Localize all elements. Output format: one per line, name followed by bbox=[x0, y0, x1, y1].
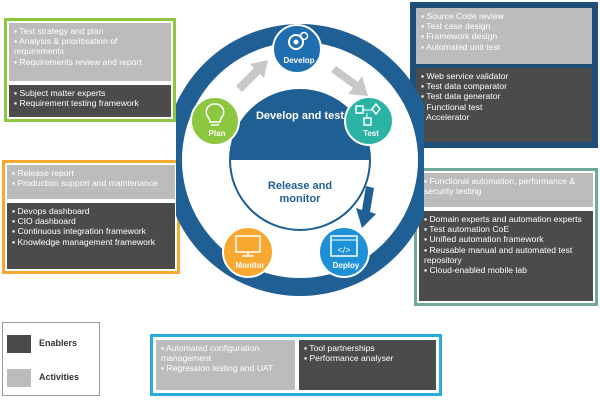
legend-enablers-swatch bbox=[7, 335, 31, 353]
activity-item: ▪ Analysis & prioritisation of requireme… bbox=[14, 36, 118, 57]
enabler-item: ▪ Test data comparator bbox=[421, 81, 508, 92]
enabler-item: ▪ Accelerator bbox=[421, 111, 470, 122]
monitor-activities: ▪ Release report ▪ Production support an… bbox=[7, 165, 175, 199]
enabler-item: ▪ Tool partnerships bbox=[304, 343, 375, 353]
arrow-deploy-monitor bbox=[276, 252, 322, 272]
enabler-item: ▪ Continuous integration framework bbox=[12, 226, 146, 237]
stage-test: Test bbox=[344, 96, 394, 146]
stage-label: Monitor bbox=[235, 261, 265, 270]
arrow-test-deploy bbox=[356, 186, 376, 228]
deploy-activities: ▪ Automated configuration management ▪ R… bbox=[156, 340, 295, 390]
enabler-item: ▪ Test automation CoE bbox=[424, 224, 510, 235]
activity-item: ▪ Requirements review and report bbox=[14, 56, 142, 67]
stage-plan: Plan bbox=[190, 96, 240, 146]
activity-item: ▪ Production support and maintenance bbox=[12, 178, 158, 189]
develop-enablers: ▪ Web service validator ▪ Test data comp… bbox=[416, 68, 592, 142]
enabler-item: ▪ Domain experts and automation experts bbox=[424, 214, 582, 224]
monitor-enablers: ▪ Devops dashboard ▪ CIO dashboard ▪ Con… bbox=[7, 203, 175, 269]
code-window-icon: </> bbox=[330, 235, 358, 257]
center-bottom-half bbox=[230, 160, 370, 230]
svg-text:</>: </> bbox=[337, 245, 350, 255]
stage-deploy: </> Deploy bbox=[318, 226, 370, 278]
lightbulb-icon bbox=[205, 103, 225, 126]
enabler-item: ▪ Requirement testing framework bbox=[14, 98, 139, 109]
test-panel: ▪ Functional automation, performance & s… bbox=[414, 168, 598, 306]
develop-panel: ▪ Source Code review ▪ Test case design … bbox=[410, 2, 598, 148]
activity-item: ▪ Test case design bbox=[421, 21, 491, 32]
arrow-plan-develop bbox=[236, 60, 268, 92]
activity-item: ▪ Framework design bbox=[421, 31, 498, 42]
activity-item: ▪ Regression testing and UAT bbox=[161, 363, 274, 374]
arrow-monitor-plan bbox=[210, 190, 236, 230]
activity-item: ▪ Automated configuration management bbox=[161, 343, 260, 364]
deploy-panel: ▪ Automated configuration management ▪ R… bbox=[150, 334, 442, 396]
plan-activities: ▪ Test strategy and plan ▪ Analysis & pr… bbox=[9, 23, 171, 81]
deploy-enablers: ▪ Tool partnerships ▪ Performance analys… bbox=[299, 340, 436, 390]
monitor-panel: ▪ Release report ▪ Production support an… bbox=[2, 160, 180, 274]
legend-activities-label: Activities bbox=[39, 372, 80, 382]
monitor-icon bbox=[235, 235, 261, 257]
stage-develop: Develop bbox=[272, 24, 322, 74]
plan-panel: ▪ Test strategy and plan ▪ Analysis & pr… bbox=[4, 18, 176, 122]
test-enablers: ▪ Domain experts and automation experts … bbox=[419, 211, 593, 301]
stage-label: Deploy bbox=[332, 261, 360, 270]
legend-activities-swatch bbox=[7, 369, 31, 387]
stage-label: Develop bbox=[283, 56, 315, 65]
devops-cycle-diagram: Develop and test Release and monitor Dev… bbox=[176, 0, 424, 338]
enabler-item: ▪ Knowledge management framework bbox=[12, 236, 156, 247]
develop-activities: ▪ Source Code review ▪ Test case design … bbox=[416, 8, 592, 64]
test-activities: ▪ Functional automation, performance & s… bbox=[419, 173, 593, 207]
enabler-item: ▪ Unified automation framework bbox=[424, 234, 544, 245]
enabler-item: ▪ Cloud-enabled mobile lab bbox=[424, 265, 527, 276]
activity-item: ▪ Test strategy and plan bbox=[14, 26, 104, 36]
legend: Enablers Activities bbox=[2, 322, 100, 396]
enabler-item: ▪ Reusable manual and automated test rep… bbox=[424, 244, 573, 265]
gears-icon bbox=[288, 31, 309, 50]
enabler-item: ▪ Performance analyser bbox=[304, 353, 394, 364]
stage-label: Plan bbox=[208, 129, 226, 138]
enabler-item: ▪ Subject matter experts bbox=[14, 88, 106, 98]
arrow-develop-test bbox=[331, 66, 368, 96]
enabler-item: ▪ Devops dashboard bbox=[12, 206, 90, 216]
enabler-item: ▪ CIO dashboard bbox=[12, 216, 76, 227]
center-label-bottom: Release and monitor bbox=[267, 180, 333, 205]
flowchart-icon bbox=[355, 102, 381, 126]
activity-item: ▪ Source Code review bbox=[421, 11, 504, 21]
center-top-half bbox=[230, 90, 370, 160]
activity-item: ▪ Functional automation, performance & s… bbox=[424, 176, 576, 197]
enabler-item: ▪ Test data generator bbox=[421, 91, 501, 102]
stage-monitor: Monitor bbox=[222, 226, 274, 278]
center-label-top: Develop and test bbox=[255, 110, 345, 122]
stage-label: Test bbox=[363, 129, 379, 138]
activity-item: ▪ Release report bbox=[12, 168, 74, 178]
cycle-arrows bbox=[210, 60, 376, 272]
activity-item: ▪ Automated unit test bbox=[421, 41, 501, 52]
center-outline bbox=[229, 89, 371, 231]
legend-enablers-label: Enablers bbox=[39, 338, 78, 348]
enabler-item: ▪ Web service validator bbox=[421, 71, 509, 81]
enabler-item: ▪ Functional test bbox=[421, 101, 483, 112]
plan-enablers: ▪ Subject matter experts ▪ Requirement t… bbox=[9, 85, 171, 117]
